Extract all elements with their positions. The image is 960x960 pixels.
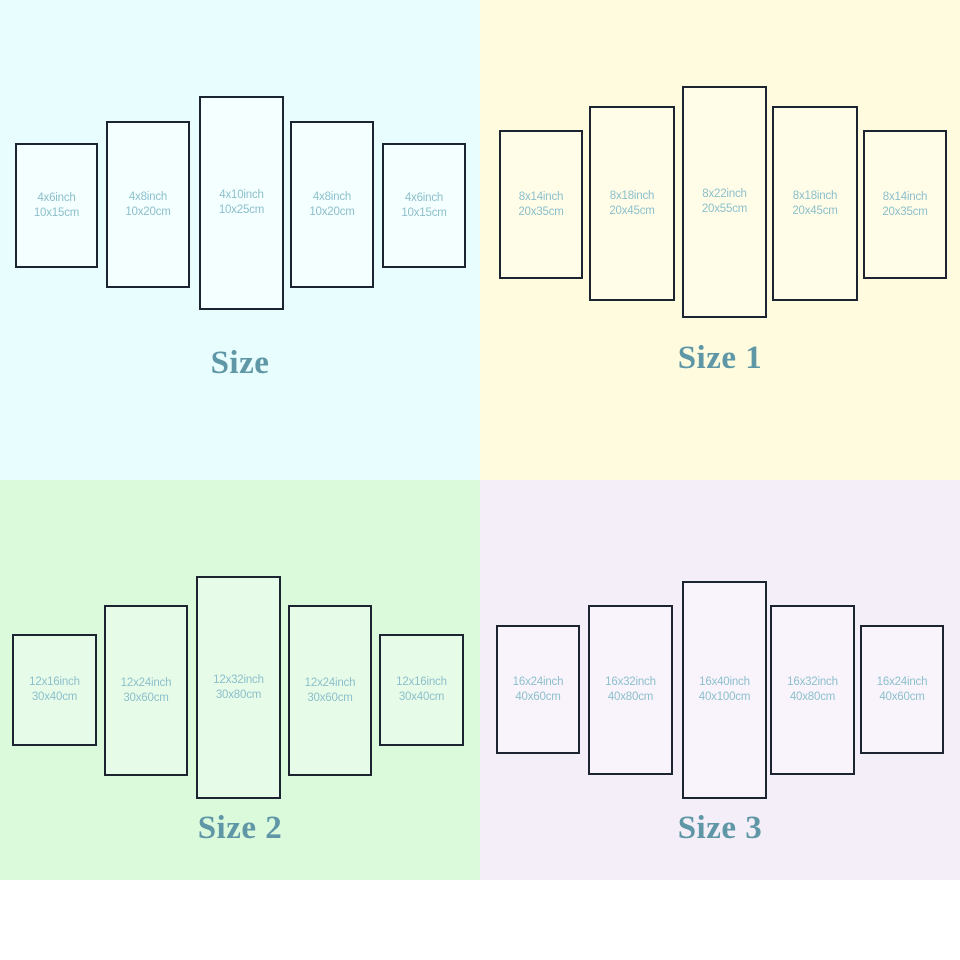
size-panel-inch-text: 8x14inch <box>518 190 564 203</box>
size-panel-label: 8x14inch 20x35cm <box>882 190 927 220</box>
size-panel[interactable]: 8x18inch 20x45cm <box>589 106 675 301</box>
size-panel-label: 16x40inch 40x100cm <box>698 675 751 705</box>
size-panel-cm-text: 10x20cm <box>309 205 355 218</box>
size-panel-label: 4x6inch 10x15cm <box>34 191 79 221</box>
size-panel-cm-text: 20x45cm <box>609 204 655 217</box>
size-panel-inch-text: 4x6inch <box>404 191 444 204</box>
size-panel[interactable]: 4x10inch 10x25cm <box>199 96 284 310</box>
size-panel-cm-text: 40x80cm <box>789 691 836 703</box>
size-panel-cm-text: 20x45cm <box>792 204 838 217</box>
size-panel[interactable]: 8x14inch 20x35cm <box>863 130 947 279</box>
size-panel-inch-text: 4x10inch <box>219 189 264 201</box>
size-panel-inch-text: 16x40inch <box>699 676 750 688</box>
size-panel[interactable]: 4x8inch 10x20cm <box>106 121 190 288</box>
size-panel-cm-text: 30x40cm <box>398 691 445 703</box>
size-panel-cm-text: 10x15cm <box>33 206 80 219</box>
size-panel[interactable]: 12x32inch 30x80cm <box>196 576 281 799</box>
panel-group: 8x14inch 20x35cm 8x18inch 20x45cm 8x22inch 20… <box>480 0 960 480</box>
size-chart-quadrant-size: 4x6inch 10x15cm 4x8inch 10x20cm 4x10inch 10x2… <box>0 0 480 480</box>
size-panel-label: 12x32inch 30x80cm <box>213 673 264 703</box>
size-panel-cm-text: 30x60cm <box>307 691 353 704</box>
size-panel[interactable]: 16x40inch 40x100cm <box>682 581 767 799</box>
size-panel-inch-text: 12x32inch <box>213 673 264 686</box>
size-panel-label: 8x18inch 20x45cm <box>792 189 837 219</box>
size-panel[interactable]: 8x18inch 20x45cm <box>772 106 858 301</box>
size-panel-inch-text: 8x18inch <box>609 189 655 202</box>
panel-group: 12x16inch 30x40cm 12x24inch 30x60cm 12x32inc… <box>0 480 480 880</box>
size-panel-inch-text: 4x8inch <box>312 190 352 203</box>
size-panel-cm-text: 10x25cm <box>218 204 265 216</box>
panel-group: 4x6inch 10x15cm 4x8inch 10x20cm 4x10inch 10x2… <box>0 0 480 480</box>
size-panel-inch-text: 8x22inch <box>702 188 747 200</box>
size-chart-quadrant-size-1: 8x14inch 20x35cm 8x18inch 20x45cm 8x22inch 20… <box>480 0 960 480</box>
size-panel-cm-text: 10x20cm <box>125 205 171 218</box>
size-panel-inch-text: 12x24inch <box>304 676 356 689</box>
size-panel-label: 16x32inch 40x80cm <box>787 675 838 705</box>
panel-group: 16x24inch 40x60cm 16x32inch 40x80cm 16x40inc… <box>480 480 960 880</box>
size-panel-cm-text: 40x60cm <box>515 690 561 703</box>
size-panel-inch-text: 12x16inch <box>396 676 447 688</box>
quadrant-title: Size 2 <box>197 810 283 846</box>
size-panel-inch-text: 4x6inch <box>37 191 76 204</box>
size-panel[interactable]: 4x6inch 10x15cm <box>382 143 466 268</box>
quadrant-title: Size <box>210 345 270 381</box>
size-panel-inch-text: 8x14inch <box>882 190 928 203</box>
size-panel[interactable]: 12x16inch 30x40cm <box>12 634 97 746</box>
size-panel[interactable]: 16x32inch 40x80cm <box>770 605 855 775</box>
size-panel-inch-text: 16x32inch <box>605 676 656 688</box>
size-panel-inch-text: 8x18inch <box>792 189 838 202</box>
size-panel-cm-text: 20x55cm <box>701 203 748 215</box>
size-panel-label: 12x24inch 30x60cm <box>305 676 356 706</box>
size-chart-quadrant-size-3: 16x24inch 40x60cm 16x32inch 40x80cm 16x40inc… <box>480 480 960 880</box>
size-panel-cm-text: 30x80cm <box>215 688 262 701</box>
size-panel[interactable]: 12x24inch 30x60cm <box>288 605 372 776</box>
quadrant-title: Size 1 <box>677 340 763 376</box>
size-panel-label: 8x14inch 20x35cm <box>518 190 563 220</box>
size-panel-label: 12x24inch 30x60cm <box>121 676 172 706</box>
size-panel-inch-text: 16x24inch <box>876 675 928 688</box>
size-panel-cm-text: 20x35cm <box>518 205 564 218</box>
size-panel-inch-text: 12x24inch <box>120 676 172 689</box>
size-panel-inch-text: 4x8inch <box>128 190 168 203</box>
size-panel[interactable]: 8x22inch 20x55cm <box>682 86 767 318</box>
size-panel-label: 4x6inch 10x15cm <box>401 191 446 221</box>
quadrant-title: Size 3 <box>677 810 763 846</box>
size-panel[interactable]: 12x24inch 30x60cm <box>104 605 188 776</box>
size-panel[interactable]: 8x14inch 20x35cm <box>499 130 583 279</box>
size-panel-inch-text: 12x16inch <box>29 676 80 688</box>
size-panel-label: 12x16inch 30x40cm <box>396 675 447 705</box>
size-panel-label: 12x16inch 30x40cm <box>29 675 80 705</box>
size-panel-cm-text: 10x15cm <box>401 206 447 219</box>
size-panel-label: 8x22inch 20x55cm <box>702 187 747 217</box>
size-panel-label: 4x8inch 10x20cm <box>125 190 170 220</box>
size-panel-label: 16x32inch 40x80cm <box>605 675 656 705</box>
size-panel[interactable]: 4x6inch 10x15cm <box>15 143 98 268</box>
size-panel-cm-text: 30x40cm <box>31 691 78 703</box>
size-panel[interactable]: 12x16inch 30x40cm <box>379 634 464 746</box>
size-chart-quadrant-size-2: 12x16inch 30x40cm 12x24inch 30x60cm 12x32inc… <box>0 480 480 880</box>
size-panel-label: 16x24inch 40x60cm <box>513 675 564 705</box>
size-panel-label: 8x18inch 20x45cm <box>609 189 654 219</box>
size-panel[interactable]: 4x8inch 10x20cm <box>290 121 374 288</box>
size-panel-inch-text: 16x32inch <box>787 676 838 688</box>
size-panel-inch-text: 16x24inch <box>512 675 564 688</box>
size-panel-cm-text: 40x80cm <box>607 691 654 703</box>
size-panel-label: 4x10inch 10x25cm <box>219 188 264 218</box>
size-panel[interactable]: 16x24inch 40x60cm <box>496 625 580 754</box>
size-panel[interactable]: 16x32inch 40x80cm <box>588 605 673 775</box>
size-panel-cm-text: 20x35cm <box>882 205 928 218</box>
size-panel-label: 16x24inch 40x60cm <box>877 675 928 705</box>
size-panel-cm-text: 30x60cm <box>123 691 169 704</box>
size-panel-label: 4x8inch 10x20cm <box>309 190 354 220</box>
size-panel[interactable]: 16x24inch 40x60cm <box>860 625 944 754</box>
size-panel-cm-text: 40x100cm <box>698 691 751 703</box>
size-panel-cm-text: 40x60cm <box>879 690 925 703</box>
